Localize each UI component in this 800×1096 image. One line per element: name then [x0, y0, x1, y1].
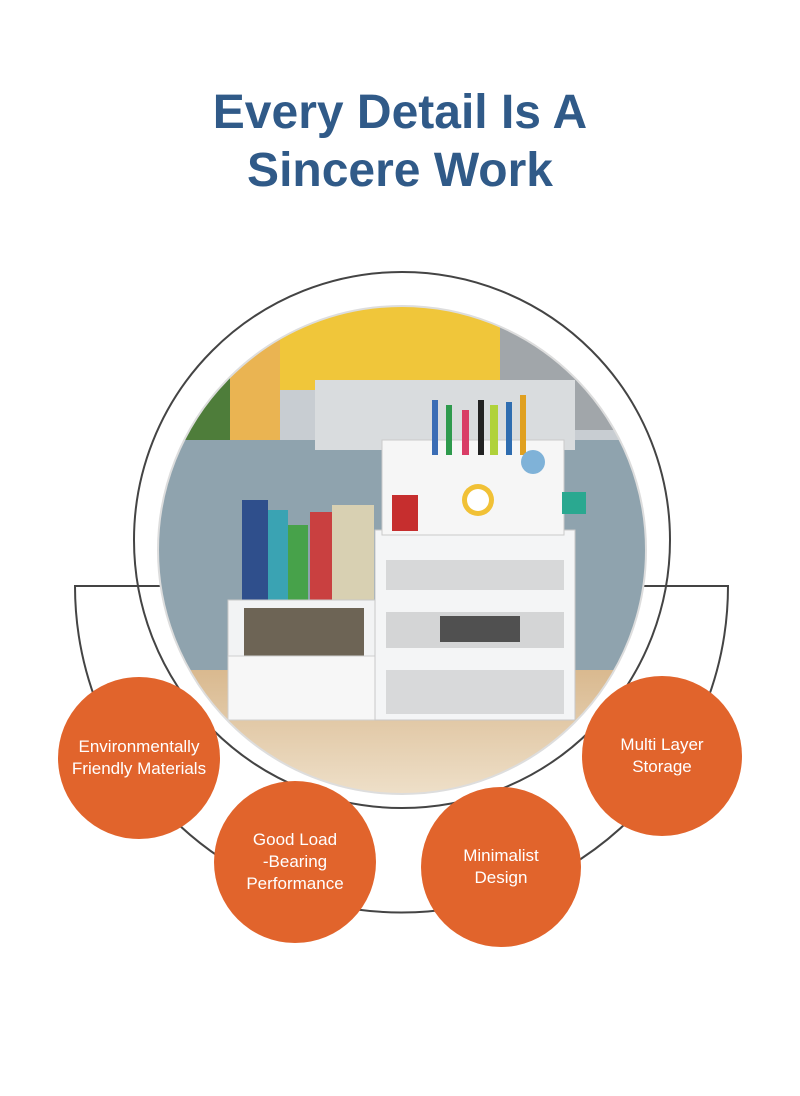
feature-minimalist-design: Minimalist Design: [421, 787, 581, 947]
product-photo: [158, 306, 646, 794]
feature-storage-line-2: Storage: [632, 757, 692, 776]
title-line-2: Sincere Work: [247, 144, 553, 197]
feature-load-bearing: Good Load -Bearing Performance: [214, 781, 376, 943]
feature-multi-layer-storage: Multi Layer Storage: [582, 676, 742, 836]
photo-frame: [157, 305, 647, 795]
feature-minimalist-line-1: Minimalist: [463, 846, 539, 865]
feature-load-line-3: Performance: [246, 874, 344, 893]
feature-eco-line-1: Environmentally: [78, 737, 200, 756]
feature-storage-line-1: Multi Layer: [620, 735, 704, 754]
outer-ring-outline: [133, 271, 671, 809]
feature-eco-line-2: Friendly Materials: [71, 759, 207, 778]
feature-minimalist-line-2: Design: [474, 868, 528, 887]
feature-load-line-1: Good Load: [252, 830, 338, 849]
title-line-1: Every Detail Is A: [212, 86, 588, 139]
feature-load-line-2: -Bearing: [262, 852, 328, 871]
page-title: Every Detail Is A Sincere Work: [0, 84, 800, 200]
feature-eco-materials: Environmentally Friendly Materials: [58, 677, 220, 839]
